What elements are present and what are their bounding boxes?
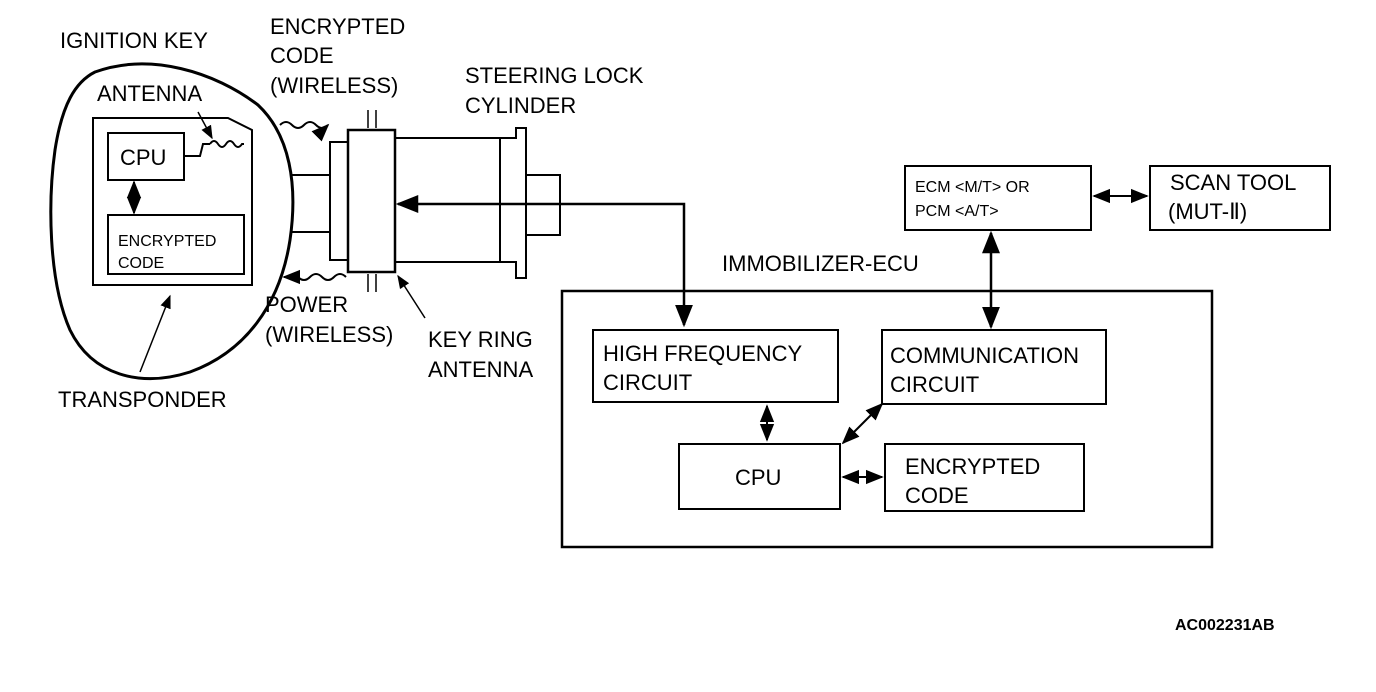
hf-circuit-label-1: HIGH FREQUENCY	[603, 341, 803, 366]
antenna-coil-icon	[184, 140, 244, 157]
power-wave	[282, 269, 347, 285]
encrypted-code-label-1: ENCRYPTED	[270, 14, 405, 39]
comm-circuit-label-1: COMMUNICATION	[890, 343, 1079, 368]
scan-tool-box	[1149, 165, 1331, 231]
steering-lock-label-2: CYLINDER	[465, 93, 576, 118]
ecu-cpu-box	[678, 443, 841, 510]
key-encrypted-code-box	[107, 214, 245, 275]
ecu-encrypted-code-box	[884, 443, 1085, 512]
key-code-label-1: ENCRYPTED	[118, 233, 216, 250]
key-cpu-label: CPU	[120, 145, 166, 170]
key-ring-antenna	[346, 128, 397, 274]
comm-circuit-label-2: CIRCUIT	[890, 372, 979, 397]
steering-lock-cylinder	[395, 137, 501, 263]
transponder-body	[92, 117, 253, 286]
ignition-key-outline	[49, 62, 295, 380]
high-frequency-circuit-box	[592, 329, 839, 403]
transponder-pointer	[139, 294, 171, 373]
key-ring-antenna-flange	[329, 141, 349, 261]
ecm-label-2: PCM <A/T>	[915, 203, 999, 220]
ecu-cpu-label: CPU	[735, 465, 781, 490]
ignition-key-label: IGNITION KEY	[60, 28, 208, 53]
antenna-label: ANTENNA	[97, 81, 202, 106]
communication-circuit-box	[881, 329, 1107, 405]
encrypted-code-label-2: CODE	[270, 43, 334, 68]
key-ring-pointer	[397, 274, 426, 319]
encrypted-code-wave	[279, 121, 330, 142]
scan-tool-label-2: (MUT-Ⅱ)	[1168, 199, 1247, 224]
steering-lock-label-1: STEERING LOCK	[465, 63, 644, 88]
encrypted-code-label-3: (WIRELESS)	[270, 73, 398, 98]
transponder-label: TRANSPONDER	[58, 387, 227, 412]
key-code-label-2: CODE	[118, 255, 164, 272]
power-label-2: (WIRELESS)	[265, 322, 393, 347]
antenna-pointer	[197, 111, 213, 140]
key-ring-label-2: ANTENNA	[428, 357, 533, 382]
hf-circuit-label-2: CIRCUIT	[603, 370, 692, 395]
ecu-code-label-2: CODE	[905, 483, 969, 508]
key-ring-label-1: KEY RING	[428, 327, 533, 352]
immobilizer-ecu-label: IMMOBILIZER-ECU	[722, 251, 919, 276]
ecu-code-label-1: ENCRYPTED	[905, 454, 1040, 479]
ecm-pcm-box	[904, 165, 1092, 231]
antenna-hf-line	[395, 195, 693, 328]
comm-cpu-arrow	[841, 402, 884, 445]
power-label-1: POWER	[265, 292, 348, 317]
ecm-label-1: ECM <M/T> OR	[915, 179, 1030, 196]
scan-tool-label-1: SCAN TOOL	[1170, 170, 1296, 195]
reference-code: AC002231AB	[1175, 617, 1275, 634]
immobilizer-ecu-box	[560, 289, 1214, 549]
